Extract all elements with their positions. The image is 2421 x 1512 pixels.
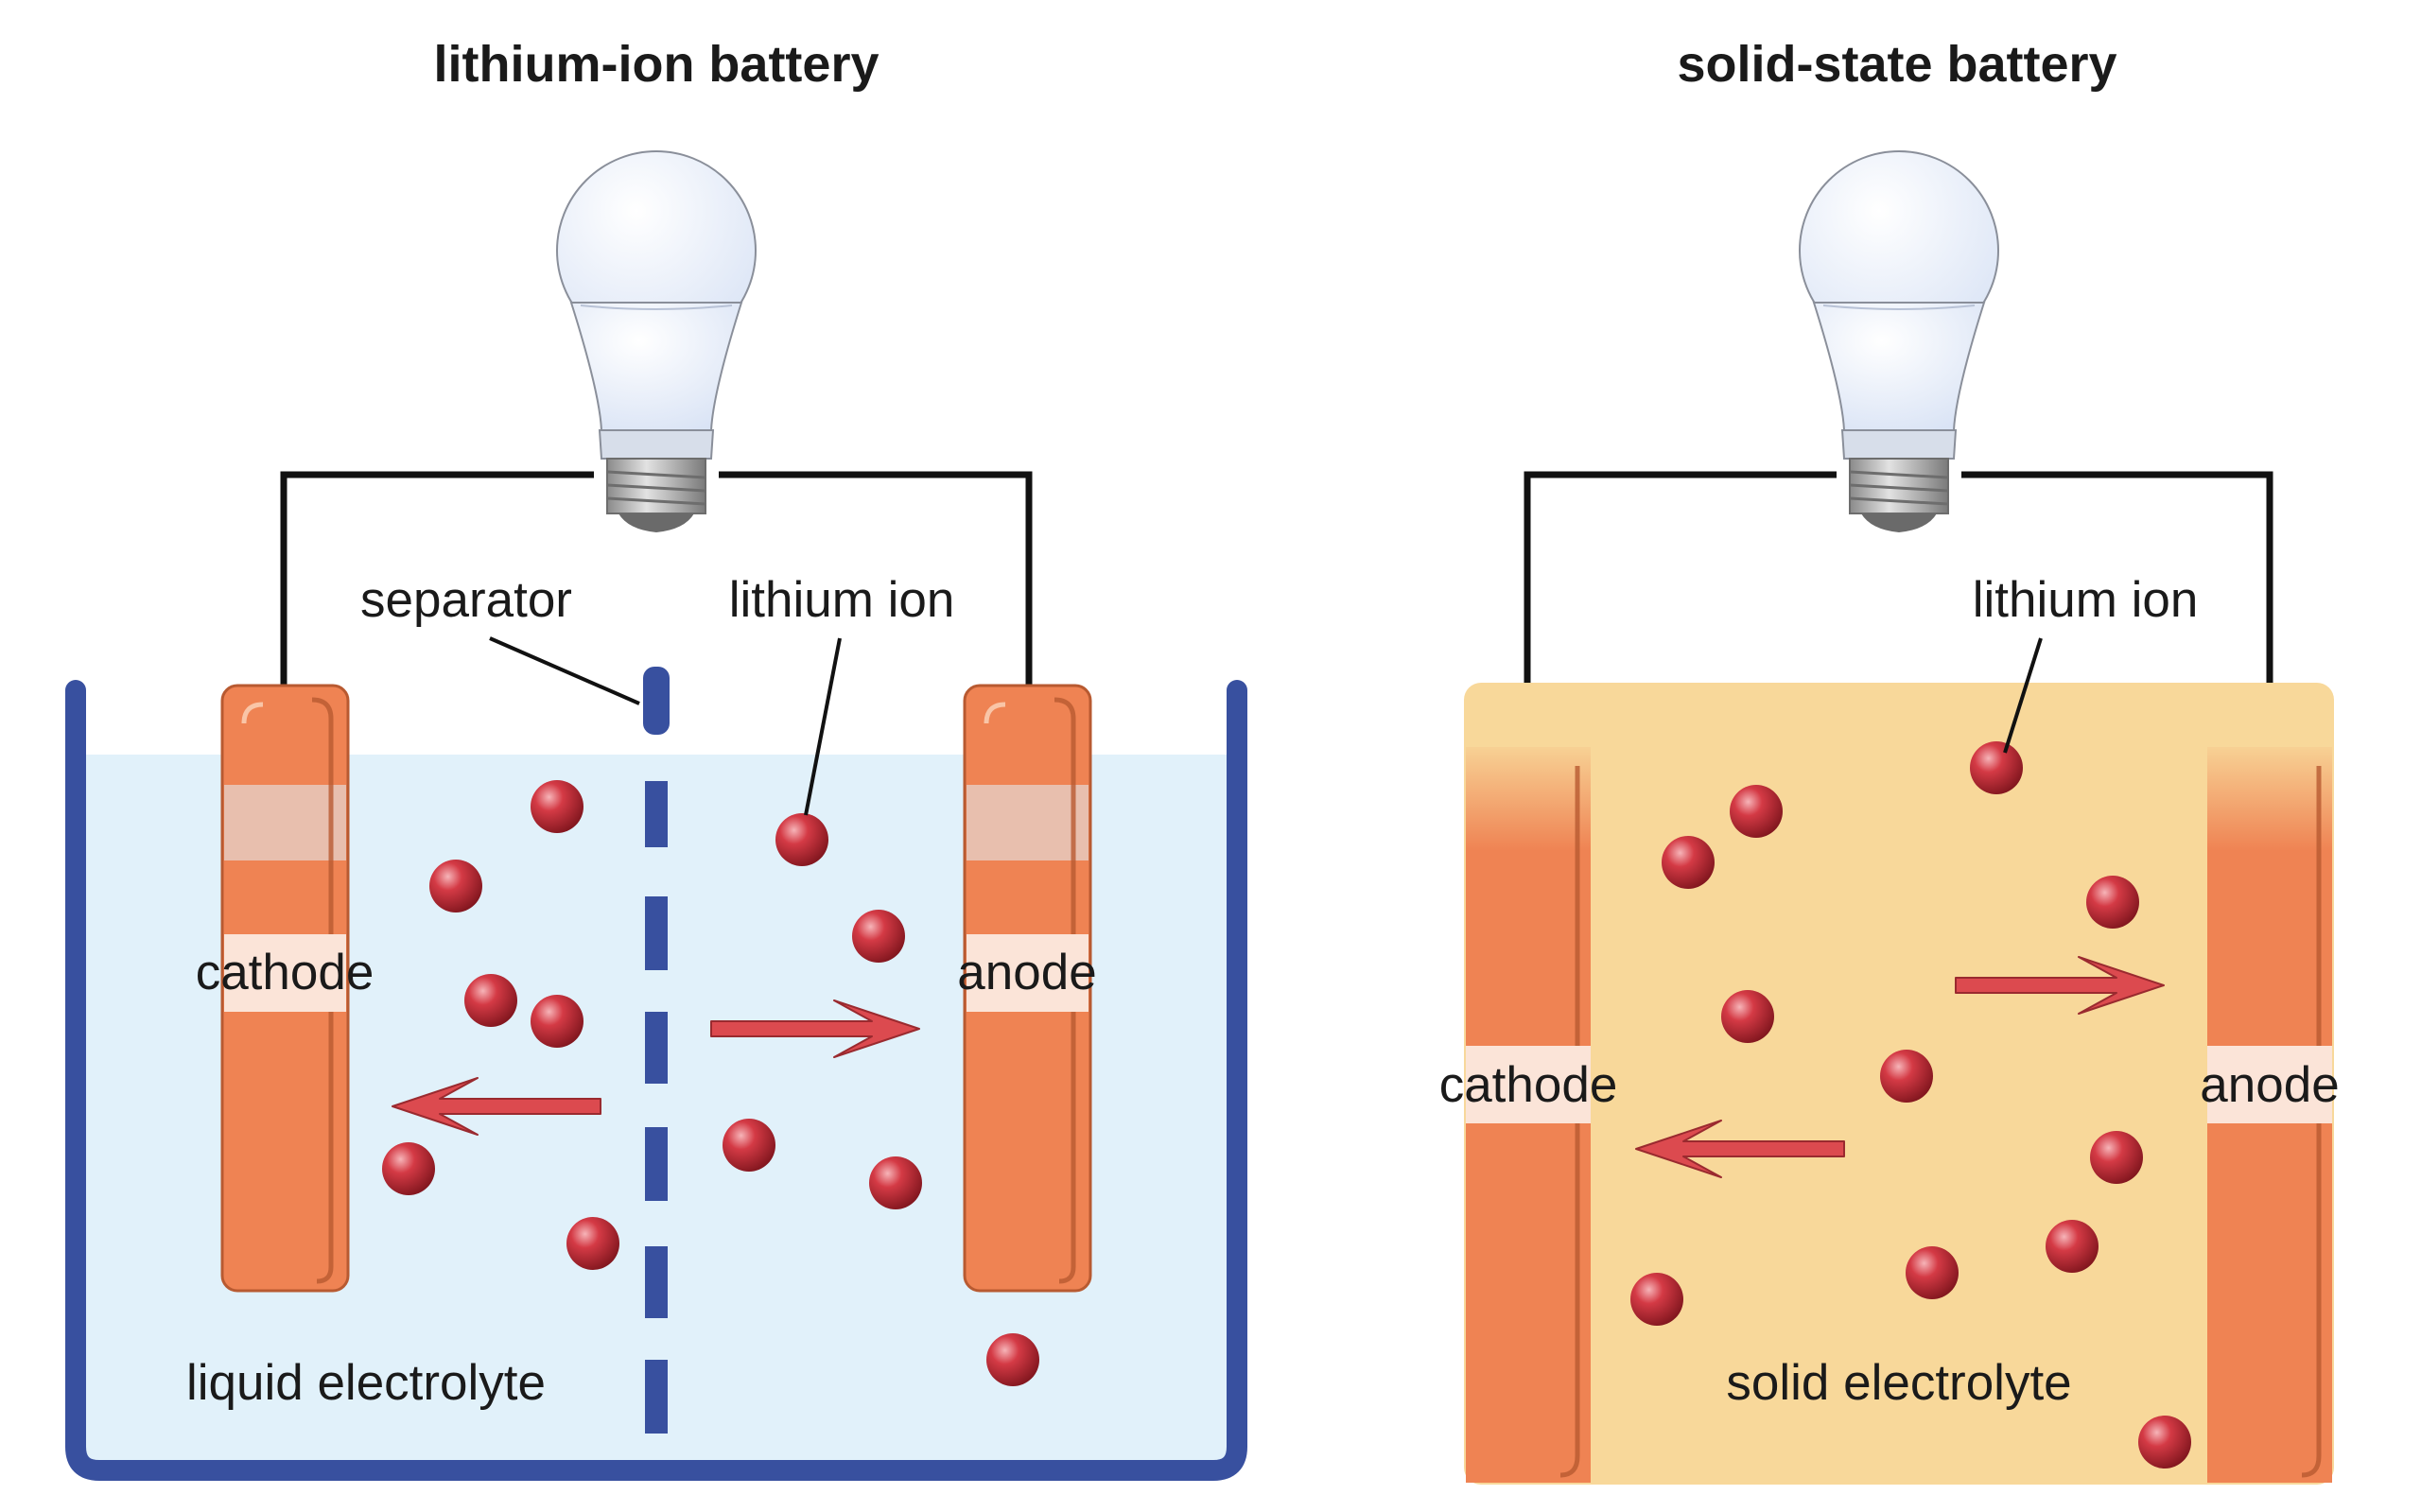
right-cathode-label: cathode (1439, 1057, 1618, 1113)
lithium-ion-sphere-icon (531, 780, 583, 833)
lithium-ion-sphere-icon (1906, 1246, 1959, 1299)
separator (643, 667, 670, 1434)
lithium-ion-sphere-icon (775, 813, 828, 866)
right-wire-cathode (1524, 471, 1837, 683)
lithium-ion-sphere-icon (1970, 741, 2023, 794)
electrolyte-container (65, 680, 1247, 1481)
lithium-ion-sphere-icon (869, 1156, 922, 1209)
lithium-ion-sphere-icon (852, 910, 905, 963)
left-title: lithium-ion battery (434, 36, 880, 93)
lithium-ion-sphere-icon (1880, 1050, 1933, 1103)
right-cathode-electrode (1466, 738, 1591, 1483)
right-title: solid-state battery (1677, 36, 2116, 93)
left-cathode-label: cathode (196, 945, 374, 1000)
lithium-ion-sphere-icon (1721, 990, 1774, 1043)
left-ion-callout-line (804, 637, 842, 816)
liquid-electrolyte-label: liquid electrolyte (186, 1355, 546, 1411)
lithium-ion-sphere-icon (2046, 1220, 2099, 1273)
left-ion-label: lithium ion (729, 572, 955, 628)
right-ion-callout-line (2003, 637, 2043, 754)
lithium-ion-sphere-icon (2086, 876, 2139, 929)
left-lithium-ions (382, 780, 1039, 1386)
lithium-ion-sphere-icon (2138, 1416, 2191, 1469)
lithium-ion-sphere-icon (566, 1217, 619, 1270)
right-wire-anode (1961, 471, 2273, 683)
separator-label: separator (360, 572, 572, 628)
right-anode-label: anode (2200, 1057, 2339, 1113)
left-cathode-electrode (220, 684, 350, 1293)
lithium-ion-panel: lithium-ion battery cathode (65, 36, 1247, 1481)
lithium-ion-sphere-icon (1662, 836, 1715, 889)
left-anode-label: anode (957, 945, 1096, 1000)
lithium-ion-sphere-icon (429, 860, 482, 912)
solid-electrolyte-label: solid electrolyte (1726, 1355, 2071, 1411)
lithium-ion-sphere-icon (723, 1119, 775, 1172)
right-ion-label: lithium ion (1973, 572, 2199, 628)
lithium-ion-sphere-icon (382, 1142, 435, 1195)
right-lithium-ions (1630, 741, 2191, 1469)
right-anode-electrode (2207, 738, 2332, 1483)
lithium-ion-sphere-icon (464, 974, 517, 1027)
lithium-ion-sphere-icon (531, 995, 583, 1048)
lithium-ion-sphere-icon (2090, 1131, 2143, 1184)
lithium-ion-sphere-icon (1630, 1273, 1683, 1326)
lithium-ion-sphere-icon (1730, 785, 1783, 838)
solid-state-panel: solid-state battery cathode anode (1439, 36, 2340, 1485)
separator-callout-line (489, 636, 640, 705)
lithium-ion-sphere-icon (986, 1333, 1039, 1386)
left-anode-electrode (963, 684, 1092, 1293)
left-wire-cathode (280, 471, 594, 686)
left-wire-anode (719, 471, 1033, 686)
